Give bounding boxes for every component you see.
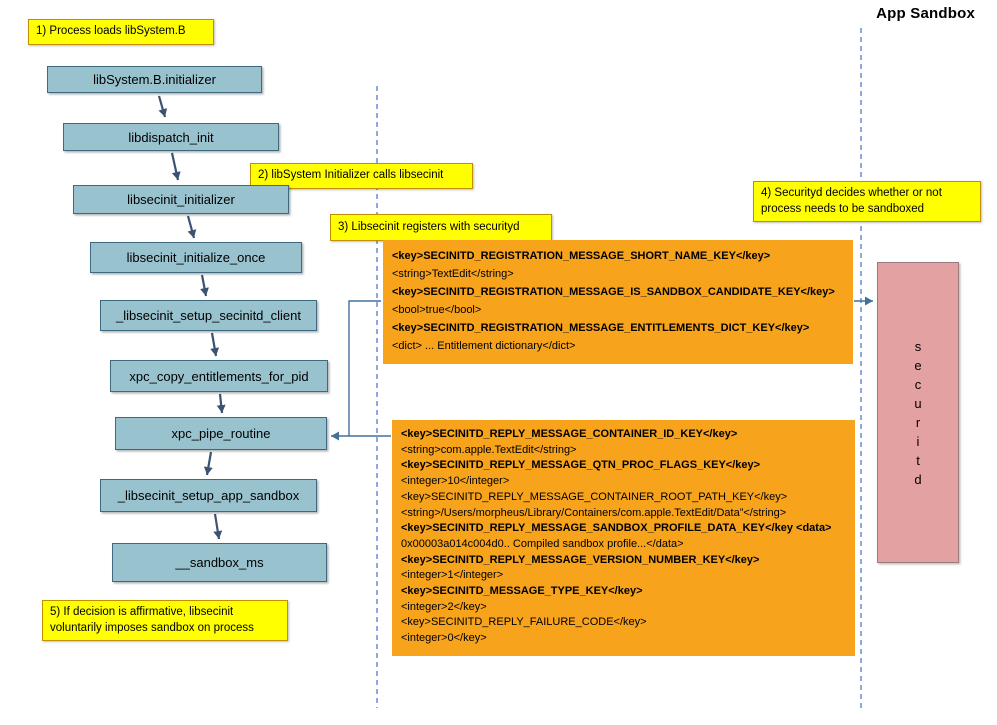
- flow-arrow: [200, 274, 209, 297]
- message-line: <key>SECINITD_REPLY_FAILURE_CODE</key>: [401, 616, 647, 629]
- flow-arrow: [186, 215, 197, 239]
- message-line: <integer>0</key>: [401, 632, 487, 645]
- flow-node-libsystem-b-initializer: libSystem.B.initializer: [47, 66, 262, 93]
- message-line: <key>SECINITD_REGISTRATION_MESSAGE_SHORT…: [392, 250, 771, 262]
- callout-text: 3) Libsecinit registers with securityd: [338, 220, 520, 233]
- callout-text: 5) If decision is affirmative, libsecini…: [50, 606, 254, 634]
- message-line: <key>SECINITD_REPLY_MESSAGE_CONTAINER_ID…: [401, 428, 738, 440]
- message-line: <integer>10</integer>: [401, 475, 510, 488]
- diagram-title: App Sandbox: [876, 5, 975, 22]
- message-line: <bool>true</bool>: [392, 304, 482, 316]
- flow-arrow: [170, 152, 181, 181]
- message-line: <key>SECINITD_MESSAGE_TYPE_KEY</key>: [401, 585, 643, 598]
- daemon-letter: t: [916, 452, 920, 468]
- message-line: 0x00003a014c004d0.. Compiled sandbox pro…: [401, 537, 684, 550]
- flow-arrow: [216, 393, 226, 414]
- callout-1-process-loads-libsystem: 1) Process loads libSystem.B: [28, 19, 214, 45]
- callout-2-initializer-calls-libsecinit: 2) libSystem Initializer calls libsecini…: [250, 163, 473, 189]
- message-line: <key>SECINITD_REPLY_MESSAGE_CONTAINER_RO…: [401, 490, 788, 503]
- flow-node-xpc-pipe-routine: xpc_pipe_routine: [115, 417, 327, 450]
- flow-arrow: [210, 332, 220, 357]
- flow-arrow: [157, 95, 168, 118]
- message-line: <key>SECINITD_REGISTRATION_MESSAGE_IS_SA…: [392, 286, 835, 298]
- flow-node-sandbox-ms: __sandbox_ms: [112, 543, 327, 582]
- flow-arrow: [203, 451, 213, 476]
- daemon-letter: d: [914, 471, 922, 487]
- callout-text: 4) Securityd decides whether or not proc…: [761, 187, 942, 215]
- callout-text: 2) libSystem Initializer calls libsecini…: [258, 169, 444, 182]
- daemon-letter: c: [914, 376, 922, 392]
- flow-arrow: [213, 513, 223, 540]
- callout-4-securityd-decides: 4) Securityd decides whether or not proc…: [753, 181, 981, 223]
- message-line: <integer>2</key>: [401, 600, 487, 613]
- flow-node-label: xpc_copy_entitlements_for_pid: [129, 368, 309, 384]
- message-line: <dict> ... Entitlement dictionary</dict>: [392, 340, 576, 352]
- flow-node-label: __sandbox_ms: [175, 555, 264, 570]
- callout-5-imposes-sandbox: 5) If decision is affirmative, libsecini…: [42, 600, 288, 642]
- message-line: <key>SECINITD_REGISTRATION_MESSAGE_ENTIT…: [392, 322, 810, 334]
- flow-node-label: _libsecinit_setup_app_sandbox: [117, 488, 300, 503]
- flow-node-label: _libsecinit_setup_secinitd_client: [115, 308, 301, 323]
- flow-node-xpc-copy-entitlements-for-pid: xpc_copy_entitlements_for_pid: [110, 360, 328, 392]
- flow-node-libsecinit-initializer: libsecinit_initializer: [73, 185, 289, 214]
- message-line: <string>TextEdit</string>: [392, 268, 514, 280]
- flow-node-libdispatch-init: libdispatch_init: [63, 123, 279, 151]
- flow-node-libsecinit-initialize-once: libsecinit_initialize_once: [90, 242, 302, 273]
- flow-node-label: libSystem.B.initializer: [93, 72, 216, 87]
- message-line: <integer>1</integer>: [401, 569, 504, 582]
- flow-node-label: xpc_pipe_routine: [171, 426, 271, 441]
- message-line: <key>SECINITD_REPLY_MESSAGE_SANDBOX_PROF…: [401, 522, 832, 535]
- reply-message-box: <key>SECINITD_REPLY_MESSAGE_CONTAINER_ID…: [392, 420, 855, 656]
- flow-node-libsecinit-setup-secinitd-client: _libsecinit_setup_secinitd_client: [100, 300, 317, 331]
- daemon-letter: s: [914, 338, 922, 354]
- message-line: <key>SECINITD_REPLY_MESSAGE_QTN_PROC_FLA…: [401, 459, 761, 472]
- daemon-letter: e: [914, 357, 922, 373]
- request-connector: [348, 300, 381, 436]
- message-line: <key>SECINITD_REPLY_MESSAGE_VERSION_NUMB…: [401, 553, 760, 566]
- daemon-letter: u: [914, 395, 922, 411]
- message-line: <string>/Users/morpheus/Library/Containe…: [401, 506, 787, 519]
- message-line: <string>com.apple.TextEdit</string>: [401, 443, 577, 456]
- flow-node-label: libsecinit_initializer: [127, 192, 235, 207]
- flow-node-label: libdispatch_init: [128, 129, 214, 145]
- callout-3-libsecinit-registers: 3) Libsecinit registers with securityd: [330, 214, 552, 241]
- flow-node-libsecinit-setup-app-sandbox: _libsecinit_setup_app_sandbox: [100, 479, 317, 512]
- daemon-letter: i: [916, 433, 920, 449]
- registration-message-box: <key>SECINITD_REGISTRATION_MESSAGE_SHORT…: [383, 240, 853, 364]
- callout-text: 1) Process loads libSystem.B: [36, 25, 186, 38]
- flow-node-label: libsecinit_initialize_once: [126, 250, 266, 265]
- daemon-letter: r: [915, 414, 921, 430]
